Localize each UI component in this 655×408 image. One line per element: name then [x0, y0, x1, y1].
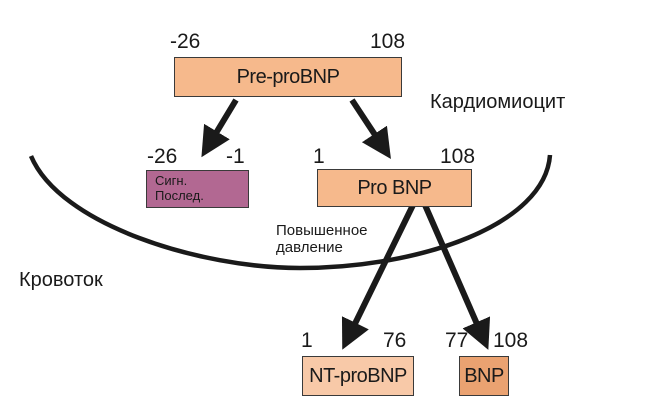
increased-pressure-line2: давление	[276, 239, 343, 256]
probnp-start-number: 1	[313, 145, 325, 168]
signal-sequence-box: Сигн. Послед.	[146, 170, 249, 208]
increased-pressure-line1: Повышенное	[276, 222, 368, 239]
probnp-label: Pro BNP	[357, 176, 432, 199]
cardiomyocyte-label: Кардиомиоцит	[430, 91, 566, 113]
preprobnp-box: Pre-proBNP	[174, 57, 402, 97]
signal-label-line1: Сигн.	[155, 173, 188, 188]
signal-label-line2: Послед.	[155, 188, 204, 203]
ntprobnp-box: NT-proBNP	[302, 356, 414, 396]
arrow-to-ntprobnp	[341, 203, 416, 350]
preprobnp-end-number: 108	[370, 30, 406, 53]
ntprobnp-label: NT-proBNP	[309, 364, 407, 387]
preprobnp-label: Pre-proBNP	[236, 65, 340, 88]
preprobnp-start-number: -26	[170, 30, 201, 53]
probnp-end-number: 108	[440, 145, 476, 168]
bnp-label: BNP	[464, 364, 504, 387]
ntprobnp-start-number: 1	[301, 329, 313, 352]
bnp-end-number: 108	[493, 329, 529, 352]
cell-membrane-arc	[28, 154, 553, 271]
signal-start-number: -26	[147, 145, 178, 168]
ntprobnp-end-number: 76	[383, 329, 407, 352]
arrow-to-bnp	[422, 203, 491, 350]
signal-end-number: -1	[226, 145, 245, 168]
arrow-to-signal	[201, 98, 239, 158]
bloodstream-label: Кровоток	[19, 269, 103, 291]
bnp-start-number: 77	[445, 329, 469, 352]
increased-pressure-label: Повышенное давление	[276, 222, 368, 256]
probnp-box: Pro BNP	[317, 169, 472, 207]
arrow-to-probnp	[349, 98, 391, 160]
bnp-box: BNP	[459, 356, 509, 396]
